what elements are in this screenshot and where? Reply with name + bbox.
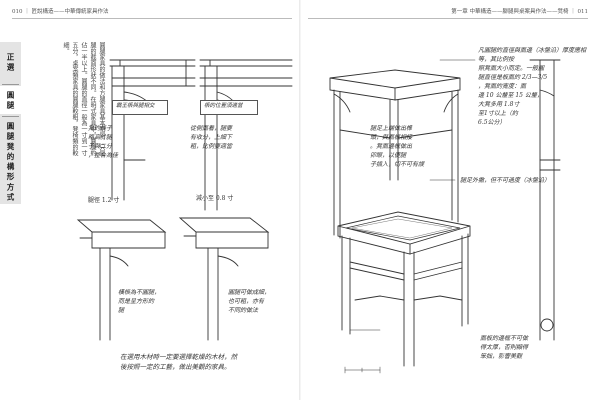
header-left: 010 ｜ 匠說構造——中華傳統家具作法: [12, 9, 109, 15]
tab-divider: [2, 84, 19, 85]
sketch-note: 腿足上端做出榫 頭，與面框相接 。凳面邊框做出 卯眼，以便腿 子插入，切不可有誤: [370, 125, 425, 168]
header-rule-left: [12, 18, 292, 19]
sketch-label: 霸王棖與腿相交: [116, 103, 155, 109]
sketch-note: 橫棖為不圓腿， 而是呈方形的 腿: [118, 289, 161, 314]
scale-bar: [344, 366, 381, 374]
sketch-joint-b: [185, 59, 293, 211]
header-right: 第一章 中華構造——腳腿與桌案具作法——凳椅 ｜ 011: [451, 9, 588, 15]
dimension-label: 減小至 0.8 寸: [196, 195, 234, 202]
sketch-chamfer-a: [76, 219, 167, 341]
side-tab-section: 正 選: [6, 53, 15, 71]
sketch-joint-a: [109, 59, 196, 201]
sketch-note: 凳的棖子 略高於腿 子與二分 ，整合為佳: [88, 125, 119, 159]
sketch-note: 腿足外撇，但不可過度（冰盤沿）: [460, 177, 551, 184]
header-rule-right: [308, 18, 588, 19]
sketch-note: 從側面看，腿要 有收分，上細下 粗，比例要適當: [190, 125, 233, 150]
tab-divider: [2, 116, 19, 117]
footnote: 在選用木材時一定要選擇乾燥的木材，然 後按照一定的工藝，做出美觀的家具。: [120, 353, 237, 371]
sketch-leg-detail: [529, 59, 561, 341]
side-tab: [0, 42, 21, 204]
sketch-note: 圓腿可做成細， 也可粗，亦有 不同的做法: [228, 289, 271, 314]
page-gutter: [299, 0, 301, 400]
dimension-label: 腿徑 1.2 寸: [88, 197, 120, 204]
sketch-table-full: [337, 211, 471, 367]
body-text: 圓腿家具的做法和方腿家具基本相同，只是腿的截面形狀不同。在明式家具中，圓腿約佔一…: [62, 42, 105, 156]
leader-lines: [119, 59, 476, 331]
label-box: [112, 100, 168, 115]
side-tab-subsection: 圓 腿: [0, 86, 21, 114]
callout-note: 凡圓腿的直徑與面邊（冰盤沿）厚度應相等，其比例按 照凳面大小而定。一般圓 腿直徑…: [478, 47, 587, 126]
sketch-note: 面板的邊框不可做 得太厚，否則顯得 笨拙，影響美觀: [480, 335, 529, 360]
sketch-label: 棖的位置須適當: [204, 103, 243, 109]
sketch-chamfer-b: [178, 217, 270, 341]
side-tab-topic: 圓 腿 凳 的 構 形 方 式: [6, 121, 15, 201]
sketch-table-frame: [329, 69, 461, 239]
label-box: [200, 100, 258, 115]
